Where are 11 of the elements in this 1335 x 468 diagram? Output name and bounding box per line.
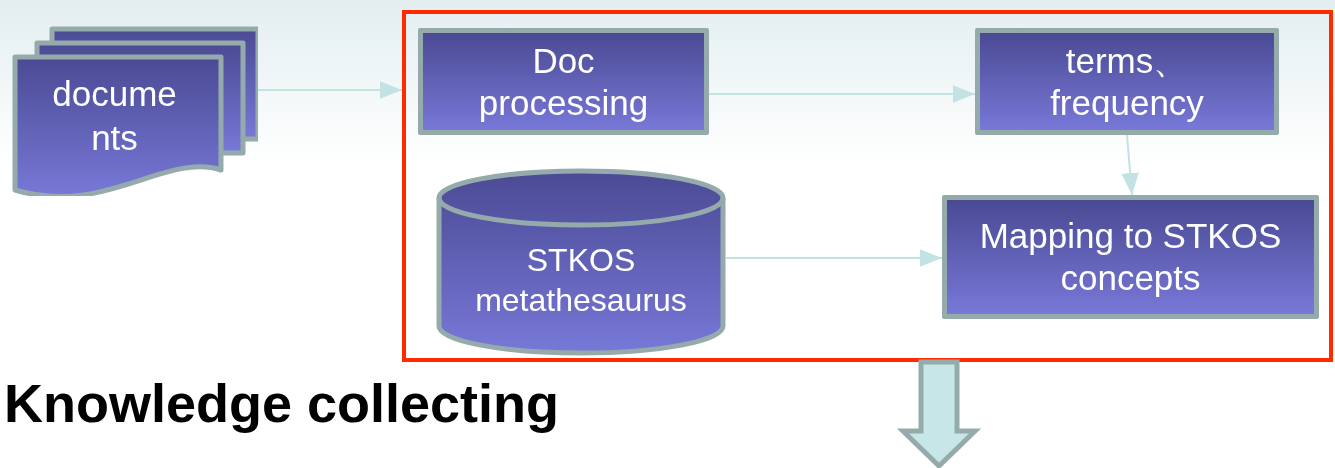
process-box: Mapping to STKOS concepts: [942, 195, 1319, 319]
database-cylinder: STKOS metathesaurus: [436, 168, 726, 358]
process-box: terms、 frequency: [975, 28, 1279, 135]
arrow: [708, 85, 976, 103]
process-box: Doc processing: [418, 28, 709, 135]
arrow: [257, 81, 403, 99]
group-frame: [402, 10, 1333, 362]
heading: Knowledge collecting: [4, 372, 560, 434]
arrow: [725, 249, 943, 267]
arrow: [1121, 134, 1139, 196]
block-arrow: [896, 359, 982, 468]
